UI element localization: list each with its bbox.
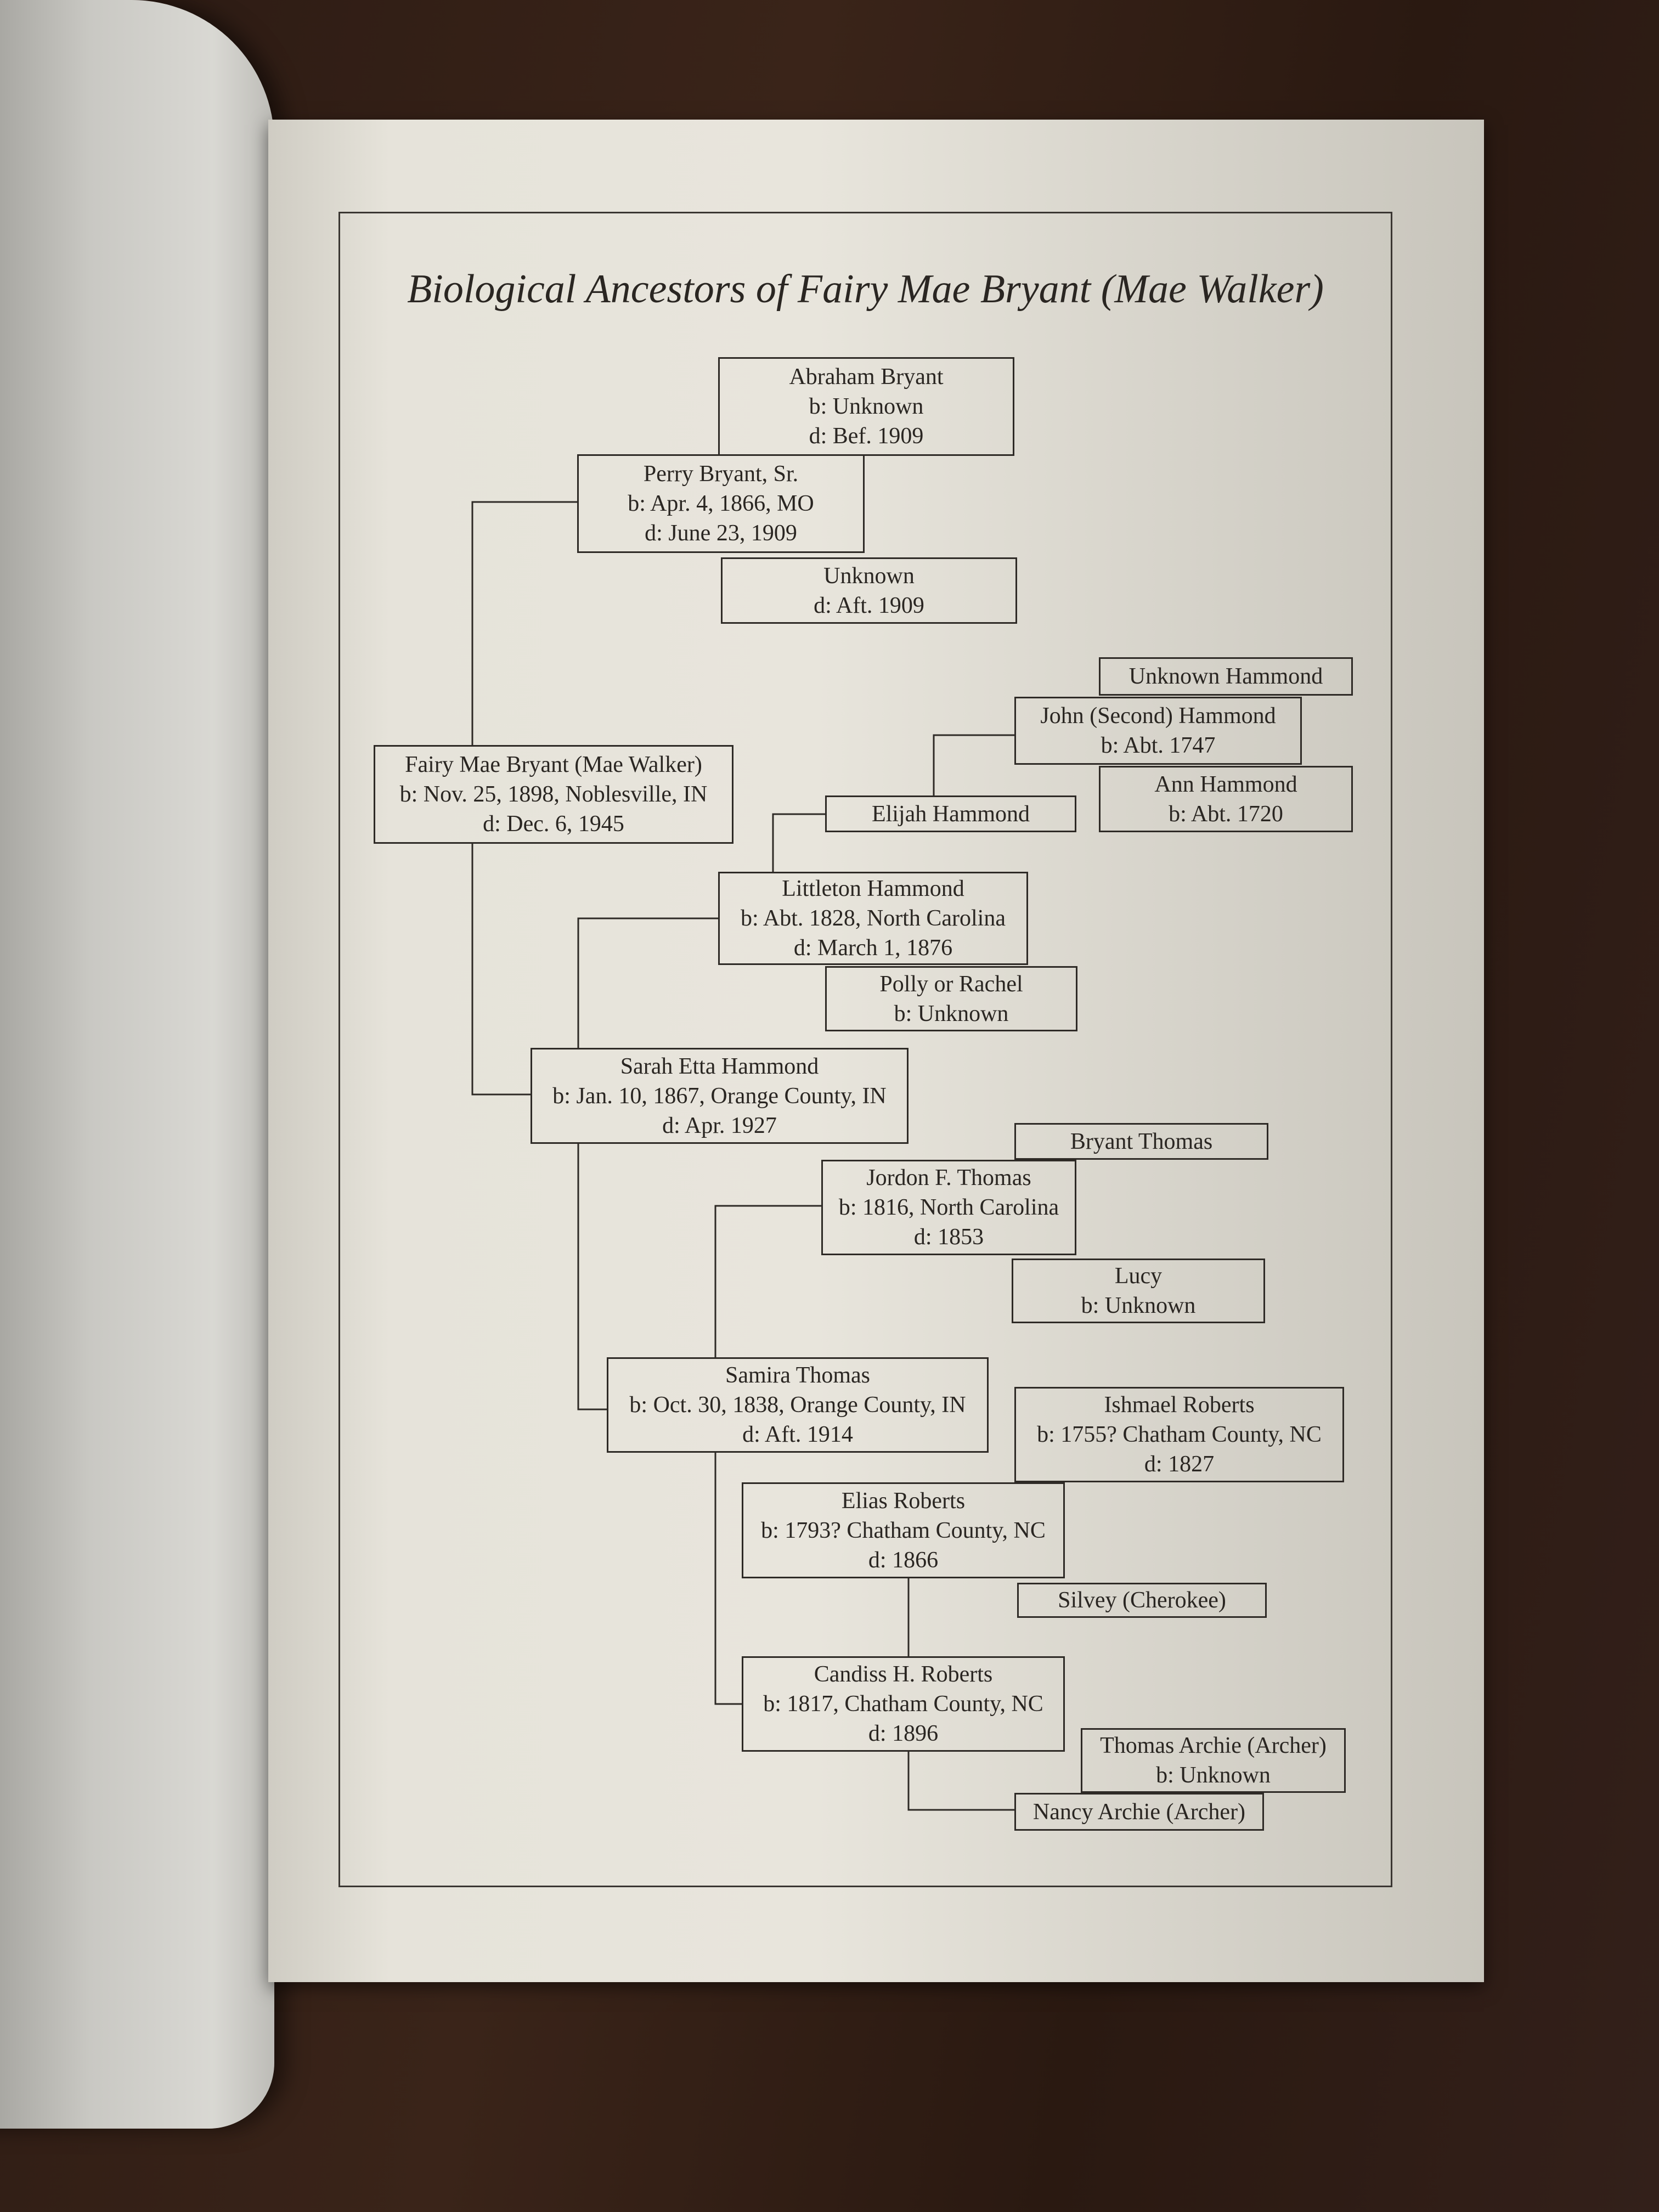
person-death: d: Aft. 1909 bbox=[814, 592, 924, 618]
person-death: d: June 23, 1909 bbox=[645, 521, 797, 546]
connector-perry-fairy bbox=[471, 501, 577, 745]
person-name: Candiss H. Roberts bbox=[814, 1662, 993, 1687]
person-name: Thomas Archie (Archer) bbox=[1100, 1733, 1327, 1758]
person-jordon-thomas: Jordon F. Thomas b: 1816, North Carolina… bbox=[821, 1160, 1076, 1255]
person-littleton-hammond: Littleton Hammond b: Abt. 1828, North Ca… bbox=[718, 872, 1028, 965]
person-ann-hammond: Ann Hammond b: Abt. 1720 bbox=[1099, 766, 1353, 832]
person-death: d: Bef. 1909 bbox=[809, 424, 924, 449]
person-elijah-hammond: Elijah Hammond bbox=[825, 795, 1076, 832]
person-name: Samira Thomas bbox=[725, 1363, 871, 1388]
person-sarah-etta-hammond: Sarah Etta Hammond b: Jan. 10, 1867, Ora… bbox=[531, 1048, 909, 1144]
connector-john-elijah bbox=[933, 734, 1014, 795]
person-unknown-hammond: Unknown Hammond bbox=[1099, 657, 1353, 696]
right-page bbox=[268, 120, 1484, 1982]
person-name: Silvey (Cherokee) bbox=[1058, 1588, 1226, 1613]
person-birth: b: Unknown bbox=[1156, 1763, 1271, 1788]
connector-elijah-littleton bbox=[772, 813, 825, 872]
person-birth: b: Oct. 30, 1838, Orange County, IN bbox=[629, 1392, 966, 1418]
person-name: Unknown bbox=[823, 563, 915, 589]
person-death: d: 1866 bbox=[868, 1547, 939, 1573]
person-name: Bryant Thomas bbox=[1070, 1128, 1213, 1154]
person-birth: b: 1793? Chatham County, NC bbox=[761, 1517, 1046, 1543]
person-death: d: Dec. 6, 1945 bbox=[483, 811, 624, 837]
person-perry-bryant: Perry Bryant, Sr. b: Apr. 4, 1866, MO d:… bbox=[577, 454, 865, 553]
person-birth: b: Unknown bbox=[1081, 1293, 1196, 1318]
person-death: d: Aft. 1914 bbox=[742, 1422, 853, 1447]
person-fairy-mae-bryant: Fairy Mae Bryant (Mae Walker) b: Nov. 25… bbox=[374, 745, 733, 844]
person-birth: b: Abt. 1828, North Carolina bbox=[741, 906, 1006, 931]
person-name: Lucy bbox=[1114, 1263, 1163, 1289]
person-name: Perry Bryant, Sr. bbox=[643, 461, 799, 487]
person-silvey-cherokee: Silvey (Cherokee) bbox=[1017, 1583, 1267, 1618]
person-birth: b: Apr. 4, 1866, MO bbox=[628, 491, 814, 516]
person-name: Unknown Hammond bbox=[1128, 664, 1323, 689]
person-birth: b: Unknown bbox=[894, 1001, 1009, 1026]
chart-title: Biological Ancestors of Fairy Mae Bryant… bbox=[407, 267, 1324, 312]
person-nancy-archie: Nancy Archie (Archer) bbox=[1014, 1793, 1264, 1831]
person-name: Ann Hammond bbox=[1154, 771, 1297, 797]
person-death: d: March 1, 1876 bbox=[793, 935, 953, 961]
connector-littleton-sarah bbox=[577, 917, 718, 1048]
connector-candiss-samira bbox=[714, 1453, 742, 1705]
person-name: Elijah Hammond bbox=[871, 801, 1030, 827]
connector-candiss-nancy bbox=[907, 1752, 1014, 1811]
person-birth: b: Jan. 10, 1867, Orange County, IN bbox=[552, 1083, 887, 1109]
person-birth: b: Unknown bbox=[809, 394, 924, 419]
person-unknown: Unknown d: Aft. 1909 bbox=[721, 557, 1017, 624]
person-thomas-archie: Thomas Archie (Archer) b: Unknown bbox=[1081, 1728, 1346, 1793]
person-birth: b: Abt. 1720 bbox=[1169, 801, 1283, 827]
connector-jordon-samira bbox=[714, 1205, 821, 1357]
person-birth: b: 1816, North Carolina bbox=[838, 1195, 1059, 1220]
person-name: Elias Roberts bbox=[841, 1488, 966, 1514]
person-ishmael-roberts: Ishmael Roberts b: 1755? Chatham County,… bbox=[1014, 1387, 1344, 1482]
person-birth: b: Abt. 1747 bbox=[1101, 733, 1216, 758]
person-death: d: 1827 bbox=[1144, 1452, 1215, 1477]
person-lucy: Lucy b: Unknown bbox=[1012, 1259, 1265, 1323]
left-page bbox=[0, 0, 274, 2129]
connector-fairy-sarah bbox=[471, 844, 531, 1096]
person-samira-thomas: Samira Thomas b: Oct. 30, 1838, Orange C… bbox=[607, 1357, 989, 1453]
person-elias-roberts: Elias Roberts b: 1793? Chatham County, N… bbox=[742, 1482, 1065, 1578]
person-death: d: 1896 bbox=[868, 1721, 939, 1746]
person-death: d: Apr. 1927 bbox=[662, 1113, 777, 1138]
person-abraham-bryant: Abraham Bryant b: Unknown d: Bef. 1909 bbox=[718, 357, 1014, 456]
person-name: Fairy Mae Bryant (Mae Walker) bbox=[405, 752, 702, 777]
person-bryant-thomas: Bryant Thomas bbox=[1014, 1123, 1268, 1160]
person-birth: b: 1755? Chatham County, NC bbox=[1037, 1422, 1322, 1447]
person-birth: b: Nov. 25, 1898, Noblesville, IN bbox=[399, 782, 708, 807]
person-name: Jordon F. Thomas bbox=[866, 1165, 1031, 1190]
person-candiss-roberts: Candiss H. Roberts b: 1817, Chatham Coun… bbox=[742, 1656, 1065, 1752]
person-name: Sarah Etta Hammond bbox=[620, 1053, 819, 1079]
person-name: Nancy Archie (Archer) bbox=[1032, 1799, 1246, 1825]
person-name: Ishmael Roberts bbox=[1104, 1392, 1255, 1418]
page-frame bbox=[338, 212, 1392, 1887]
person-polly-or-rachel: Polly or Rachel b: Unknown bbox=[825, 966, 1077, 1031]
person-name: Littleton Hammond bbox=[782, 876, 964, 901]
person-john-hammond: John (Second) Hammond b: Abt. 1747 bbox=[1014, 697, 1302, 765]
person-birth: b: 1817, Chatham County, NC bbox=[763, 1691, 1043, 1717]
person-death: d: 1853 bbox=[913, 1224, 984, 1250]
person-name: Polly or Rachel bbox=[879, 971, 1023, 997]
connector-sarah-samira bbox=[577, 1144, 607, 1410]
person-name: Abraham Bryant bbox=[789, 364, 944, 390]
person-name: John (Second) Hammond bbox=[1040, 703, 1276, 729]
